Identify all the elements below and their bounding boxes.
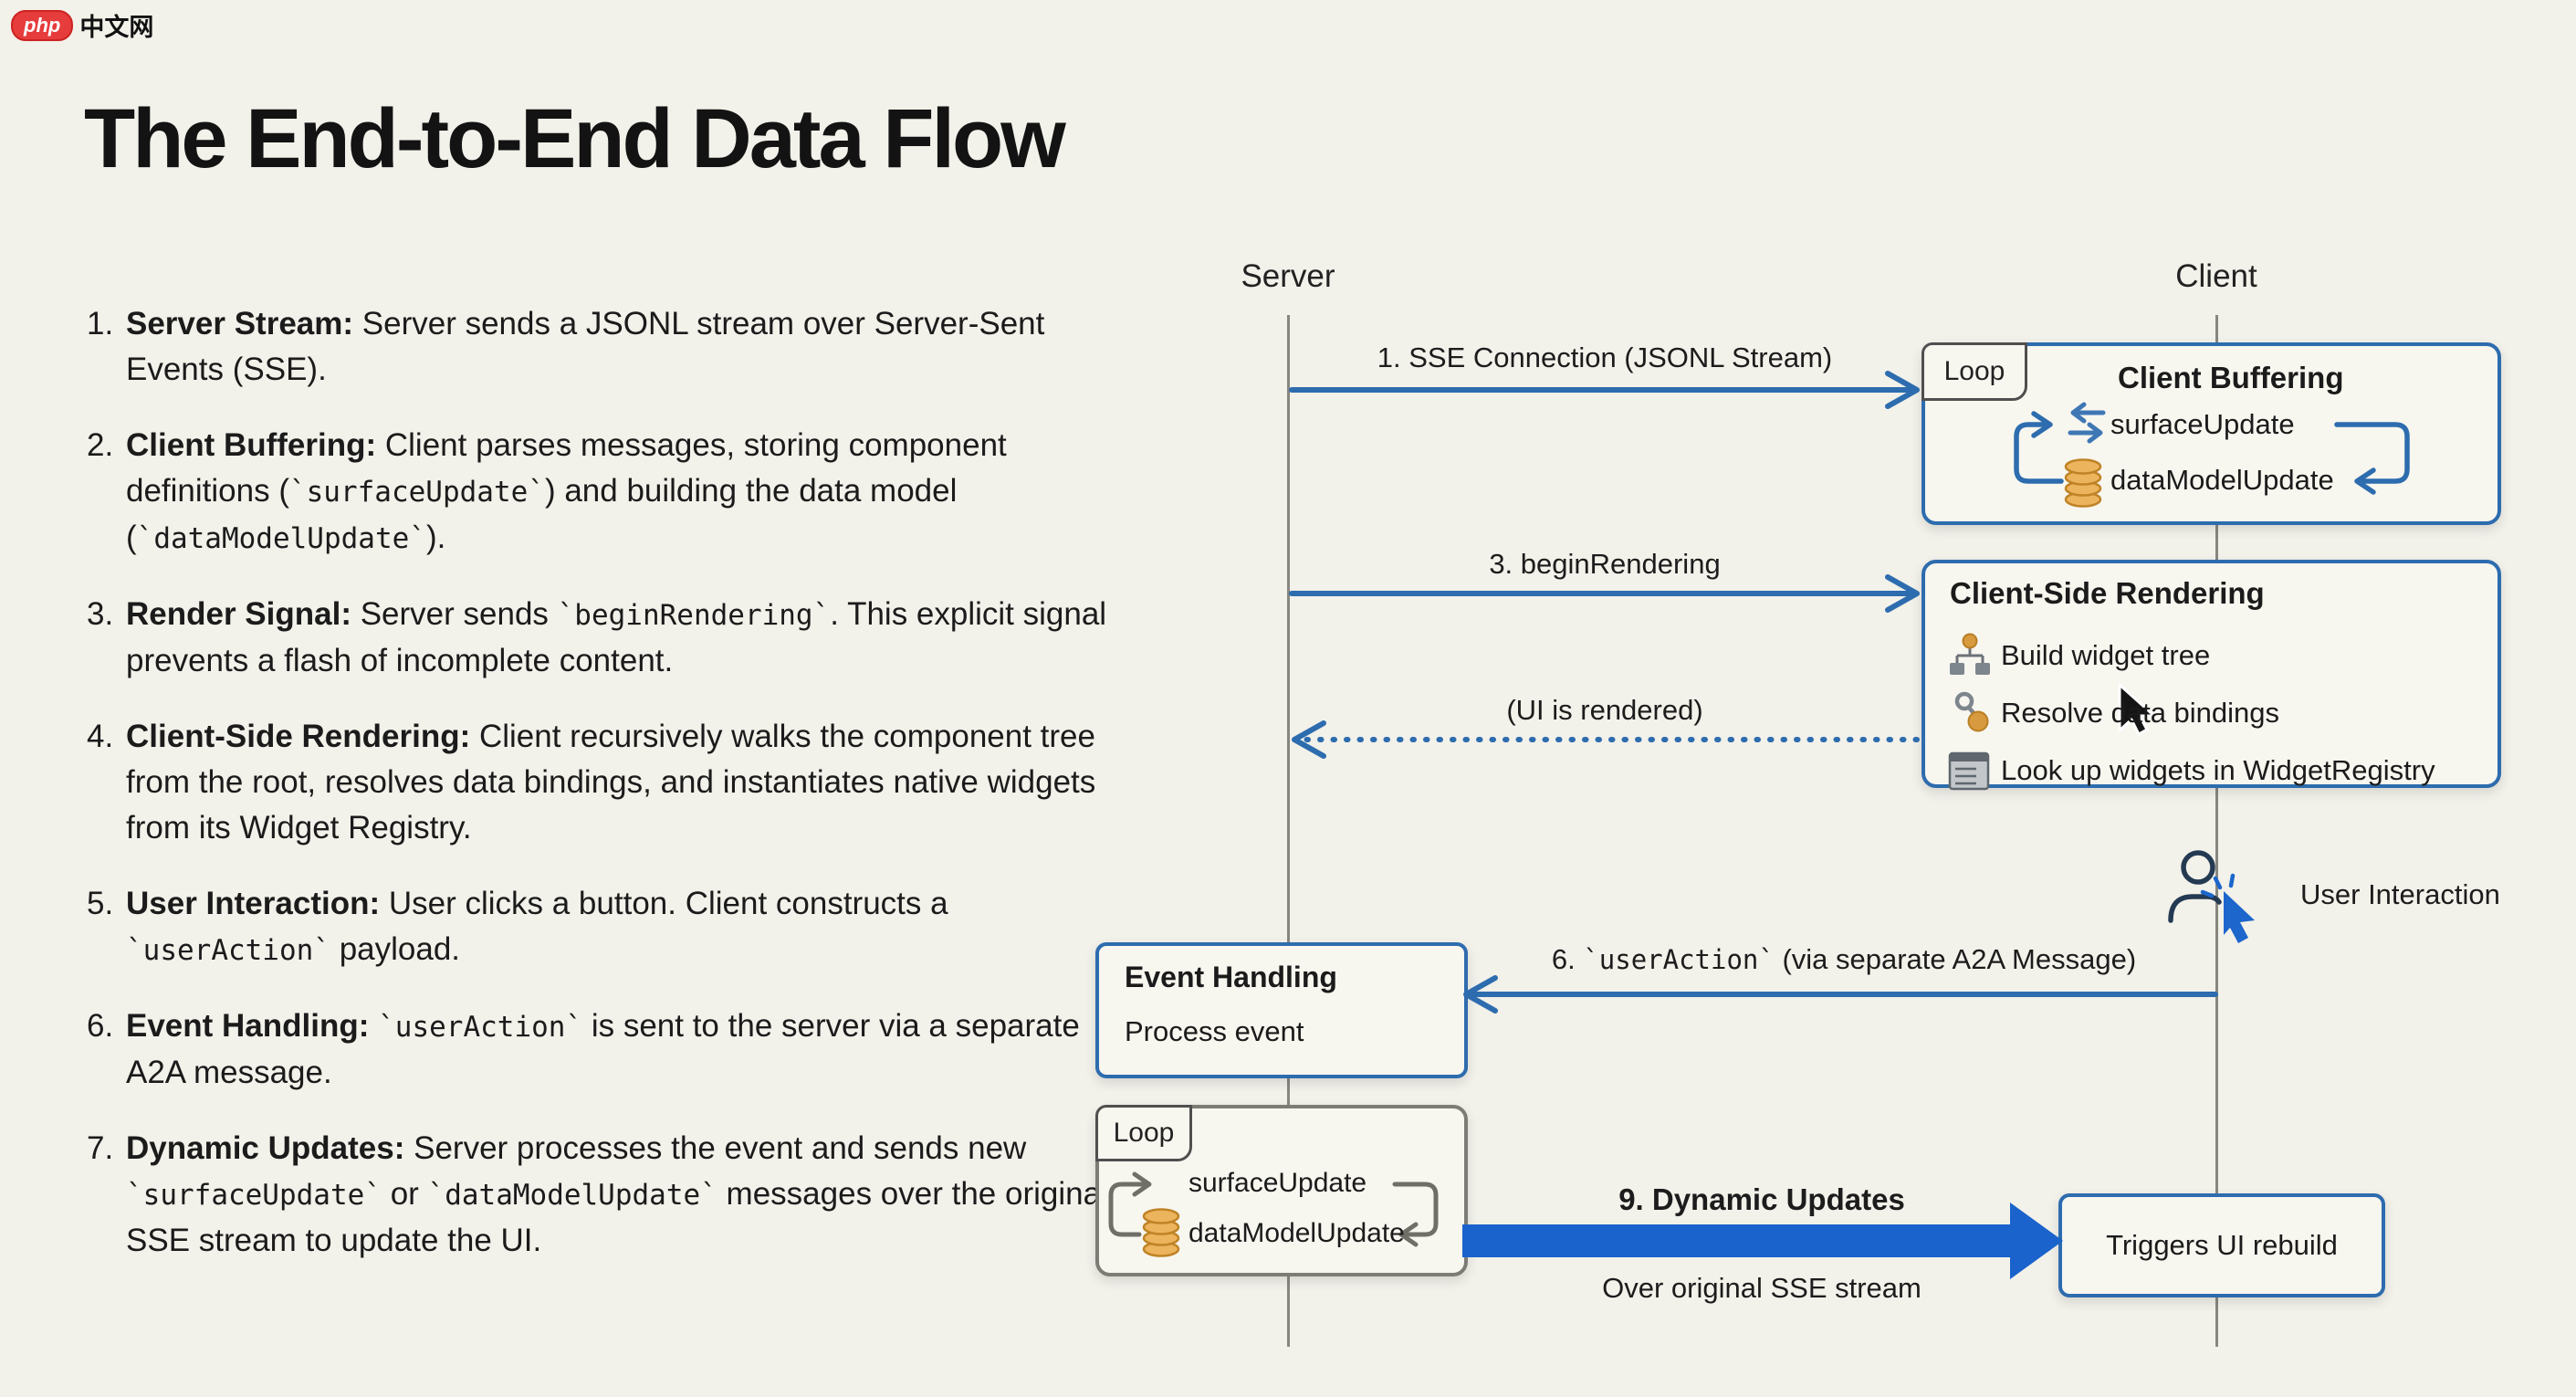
ui-rendered-label: (UI is rendered): [1506, 694, 1703, 726]
update-loop-tab: Loop: [1095, 1105, 1192, 1161]
user-interaction-icon: [2168, 850, 2255, 943]
step-1: 1.Server Stream: Server sends a JSONL st…: [87, 306, 1045, 387]
data-bindings-icon: [1954, 691, 1989, 732]
buffering-surface-update-label: surfaceUpdate: [2110, 408, 2295, 440]
user-action-label: 6. `userAction` (via separate A2A Messag…: [1551, 943, 2137, 975]
event-handling-title: Event Handling: [1125, 961, 1337, 993]
step-7: 7.Dynamic Updates: Server processes the …: [87, 1130, 1108, 1258]
database-icon: [1142, 1208, 1180, 1257]
begin-rendering-label: 3. beginRendering: [1489, 548, 1721, 580]
client-actor-label: Client: [2175, 258, 2257, 294]
loop-data-model-update-label: dataModelUpdate: [1189, 1218, 1405, 1248]
triggers-ui-rebuild-label: Triggers UI rebuild: [2106, 1229, 2338, 1261]
rendering-item-lookup-widget-registry: Look up widgets in WidgetRegistry: [2001, 754, 2435, 786]
step-2: 2.Client Buffering: Client parses messag…: [87, 427, 1007, 555]
server-actor-label: Server: [1241, 258, 1335, 294]
widget-tree-icon: [1950, 633, 1990, 675]
watermark: php 中文网: [11, 7, 153, 43]
client-side-rendering-title: Client-Side Rendering: [1950, 576, 2265, 610]
loop-surface-update-label: surfaceUpdate: [1189, 1168, 1367, 1198]
user-action-arrow: [1463, 975, 2218, 1014]
rendering-item-resolve-data-bindings: Resolve data bindings: [2001, 697, 2280, 729]
click-cursor-icon: [2224, 891, 2255, 943]
step-5: 5.User Interaction: User clicks a button…: [87, 886, 948, 967]
dynamic-updates-arrow: [1462, 1203, 2063, 1279]
widget-registry-icon: [1948, 751, 1990, 791]
client-buffering-loop-tab: Loop: [1922, 342, 2027, 401]
dynamic-updates-label: 9. Dynamic Updates: [1618, 1182, 1905, 1216]
page-title: The End-to-End Data Flow: [84, 92, 1066, 185]
buffering-data-model-update-label: dataModelUpdate: [2110, 464, 2334, 496]
update-loop-arrows: [1108, 1171, 1439, 1247]
step-3: 3.Render Signal: Server sends `beginRend…: [87, 596, 1107, 678]
swap-icon: [2068, 402, 2106, 444]
event-handling-subtitle: Process event: [1125, 1015, 1304, 1047]
step-6: 6.Event Handling: `userAction` is sent t…: [87, 1008, 1080, 1090]
begin-rendering-arrow: [1289, 574, 1920, 613]
client-buffering-title: Client Buffering: [2118, 361, 2344, 394]
rendering-item-build-widget-tree: Build widget tree: [2001, 639, 2211, 671]
buffering-loop-arrows: [2014, 411, 2410, 495]
dynamic-updates-sublabel: Over original SSE stream: [1602, 1272, 1922, 1304]
triggers-ui-rebuild-box: Triggers UI rebuild: [2058, 1193, 2385, 1297]
client-side-rendering-box: [1922, 560, 2501, 788]
sse-connection-arrow: [1289, 371, 1920, 409]
event-handling-box: [1095, 942, 1468, 1078]
database-icon: [2064, 458, 2102, 508]
user-interaction-label: User Interaction: [2300, 878, 2500, 910]
ui-rendered-dotted-arrow: [1292, 720, 1920, 759]
sse-connection-label: 1. SSE Connection (JSONL Stream): [1377, 341, 1833, 373]
php-logo-icon: php: [11, 9, 74, 41]
steps-list: 1.Server Stream: Server sends a JSONL st…: [87, 301, 1118, 1294]
watermark-site-text: 中文网: [79, 14, 154, 41]
step-4: 4.Client-Side Rendering: Client recursiv…: [87, 719, 1096, 846]
mouse-cursor-icon: [2118, 683, 2156, 736]
